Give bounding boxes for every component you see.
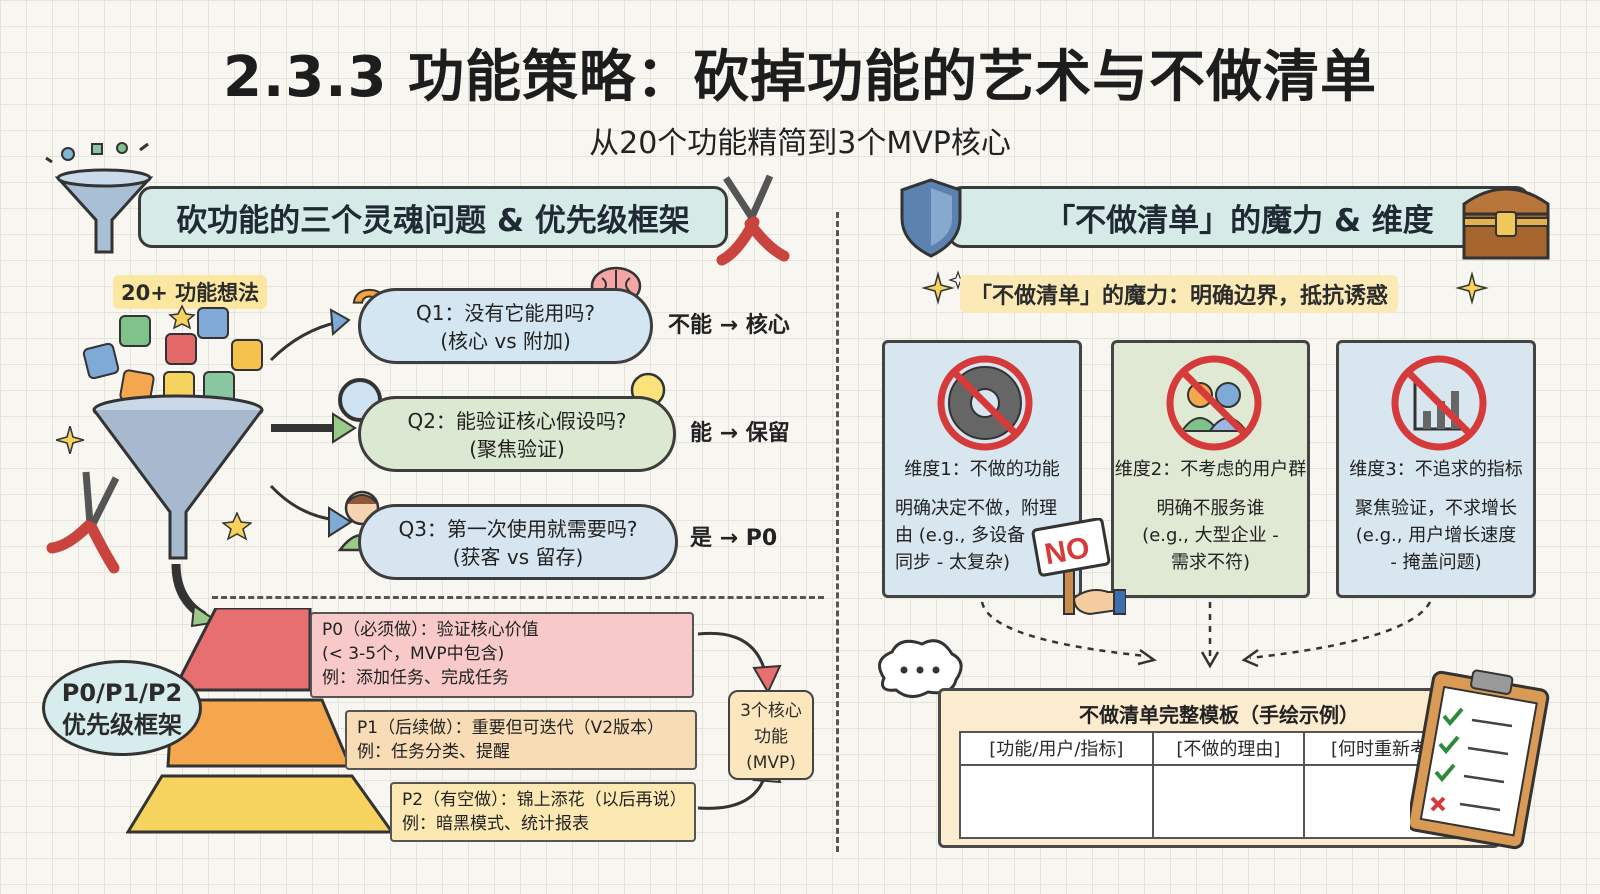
mvp-box: 3个核心 功能 (MVP) xyxy=(728,690,814,780)
no-sign-text: NO xyxy=(1042,531,1092,571)
left-section-banner: 砍功能的三个灵魂问题 & 优先级框架 xyxy=(138,186,728,248)
dimension-2-desc-line-2: (e.g., 大型企业 - xyxy=(1142,525,1279,546)
dimension-1-desc: 明确决定不做，附理 由 (e.g., 多设备 同步 - 太复杂) xyxy=(895,495,1077,576)
dimension-3-desc-line-3: - 掩盖问题) xyxy=(1390,552,1482,573)
template-body-row xyxy=(959,763,1482,840)
dimension-2-desc-line-1: 明确不服务谁 xyxy=(1156,498,1265,519)
feature-icons-cluster xyxy=(82,304,263,405)
question-2-pill: Q2：能验证核心假设吗? (聚焦验证) xyxy=(358,396,676,472)
scissors-lower-icon xyxy=(46,471,120,574)
dimension-1-desc-line-1: 明确决定不做，附理 xyxy=(895,498,1057,519)
question-arrows xyxy=(269,308,357,538)
template-col-reason: [不做的理由] xyxy=(1151,731,1305,766)
priority-p2-box: P2（有空做）：锦上添花（以后再说） 例：暗黑模式、统计报表 xyxy=(390,782,696,842)
sparkle-icon xyxy=(56,426,84,454)
p0-note: (< 3-5个，MVP中包含) xyxy=(322,644,505,664)
dimension-3-desc-line-2: (e.g., 用户增长速度 xyxy=(1355,525,1517,546)
question-1-text: Q1：没有它能用吗? xyxy=(415,301,596,325)
template-title: 不做清单完整模板（手绘示例） xyxy=(1079,703,1359,727)
vertical-divider xyxy=(836,212,839,852)
dimension-3-desc: 聚焦验证，不求增长 (e.g., 用户增长速度 - 掩盖问题) xyxy=(1345,495,1527,576)
big-funnel-icon xyxy=(92,394,264,560)
dimension-2-desc: 明确不服务谁 (e.g., 大型企业 - 需求不符) xyxy=(1120,495,1301,576)
p1-example: 例：任务分类、提醒 xyxy=(357,742,510,762)
answer-2: 能 → 保留 xyxy=(690,421,790,446)
answer-3: 是 → P0 xyxy=(690,526,778,551)
question-1-subtext: (核心 vs 附加) xyxy=(440,329,571,353)
page-title: 2.3.3 功能策略：砍掉功能的艺术与不做清单 xyxy=(223,45,1377,110)
template-header-row: [功能/用户/指标] [不做的理由] [何时重新考虑] xyxy=(959,731,1482,766)
star-icon xyxy=(222,512,252,541)
dimension-card-metrics: 维度3：不追求的指标 聚焦验证，不求增长 (e.g., 用户增长速度 - 掩盖问… xyxy=(1336,340,1536,598)
template-col-item: [功能/用户/指标] xyxy=(959,731,1154,766)
p1-heading: P1（后续做）：重要但可迭代（V2版本） xyxy=(357,718,665,738)
framework-line-1: P0/P1/P2 xyxy=(61,679,183,707)
p0-example: 例：添加任务、完成任务 xyxy=(322,668,509,688)
not-to-do-template: 不做清单完整模板（手绘示例） [功能/用户/指标] [不做的理由] [何时重新考… xyxy=(938,688,1500,848)
template-cell xyxy=(959,763,1154,840)
dimension-1-desc-line-3: 同步 - 太复杂) xyxy=(895,552,1010,573)
question-3-subtext: (获客 vs 留存) xyxy=(452,545,584,569)
page-subtitle: 从20个功能精简到3个MVP核心 xyxy=(589,126,1011,161)
framework-line-2: 优先级框架 xyxy=(62,711,182,739)
p2-example: 例：暗黑模式、统计报表 xyxy=(402,814,589,834)
question-2-subtext: (聚焦验证) xyxy=(469,437,565,461)
p0-heading: P0（必须做）：验证核心价值 xyxy=(322,620,539,640)
scissors-icon xyxy=(716,174,790,266)
treasure-chest-icon xyxy=(1462,187,1550,260)
funnel-icon xyxy=(45,142,154,254)
clipboard-checklist-icon xyxy=(1410,669,1550,850)
horizontal-divider xyxy=(212,596,824,599)
template-table: [功能/用户/指标] [不做的理由] [何时重新考虑] xyxy=(959,731,1482,840)
right-section-banner: 「不做清单」的魔力 & 维度 xyxy=(948,186,1530,248)
framework-speech-bubble: P0/P1/P2 优先级框架 xyxy=(42,660,202,756)
mvp-line-3: (MVP) xyxy=(746,753,796,773)
dimension-card-users: 维度2：不考虑的用户群 明确不服务谁 (e.g., 大型企业 - 需求不符) xyxy=(1111,340,1310,598)
dimension-3-desc-line-1: 聚焦验证，不求增长 xyxy=(1355,498,1517,519)
question-3-text: Q3：第一次使用就需要吗? xyxy=(398,517,638,541)
priority-pyramid xyxy=(126,608,395,834)
p2-heading: P2（有空做）：锦上添花（以后再说） xyxy=(402,790,687,810)
question-1-pill: Q1：没有它能用吗? (核心 vs 附加) xyxy=(358,288,653,364)
magic-tagline: 「不做清单」的魔力：明确边界，抵抗诱惑 xyxy=(960,275,1399,313)
dimension-3-title: 维度3：不追求的指标 xyxy=(1349,459,1523,480)
dimension-2-desc-line-3: 需求不符) xyxy=(1170,552,1251,573)
question-3-pill: Q3：第一次使用就需要吗? (获客 vs 留存) xyxy=(358,504,678,580)
no-chart-icon xyxy=(1391,355,1487,451)
mvp-line-1: 3个核心 xyxy=(740,701,802,721)
dimension-1-desc-line-2: 由 (e.g., 多设备 xyxy=(895,525,1026,546)
sparkle-right-icon xyxy=(1455,271,1489,305)
priority-p1-box: P1（后续做）：重要但可迭代（V2版本） 例：任务分类、提醒 xyxy=(345,710,697,770)
mvp-line-2: 功能 xyxy=(754,727,788,747)
dimension-2-title: 维度2：不考虑的用户群 xyxy=(1114,459,1307,480)
answer-1: 不能 → 核心 xyxy=(668,313,790,338)
dimension-1-title: 维度1：不做的功能 xyxy=(904,459,1060,480)
no-gear-icon xyxy=(937,355,1033,451)
no-sign-icon: NO xyxy=(1031,518,1126,616)
template-cell xyxy=(1151,763,1305,840)
ideas-label: 20+ 功能想法 xyxy=(113,275,268,309)
question-2-text: Q2：能验证核心假设吗? xyxy=(407,409,627,433)
priority-p0-box: P0（必须做）：验证核心价值 (< 3-5个，MVP中包含) 例：添加任务、完成… xyxy=(310,612,694,698)
shield-icon xyxy=(900,178,962,258)
template-arrows xyxy=(980,601,1432,669)
no-users-icon xyxy=(1166,355,1262,451)
pyramid-tier-p2 xyxy=(126,774,395,834)
